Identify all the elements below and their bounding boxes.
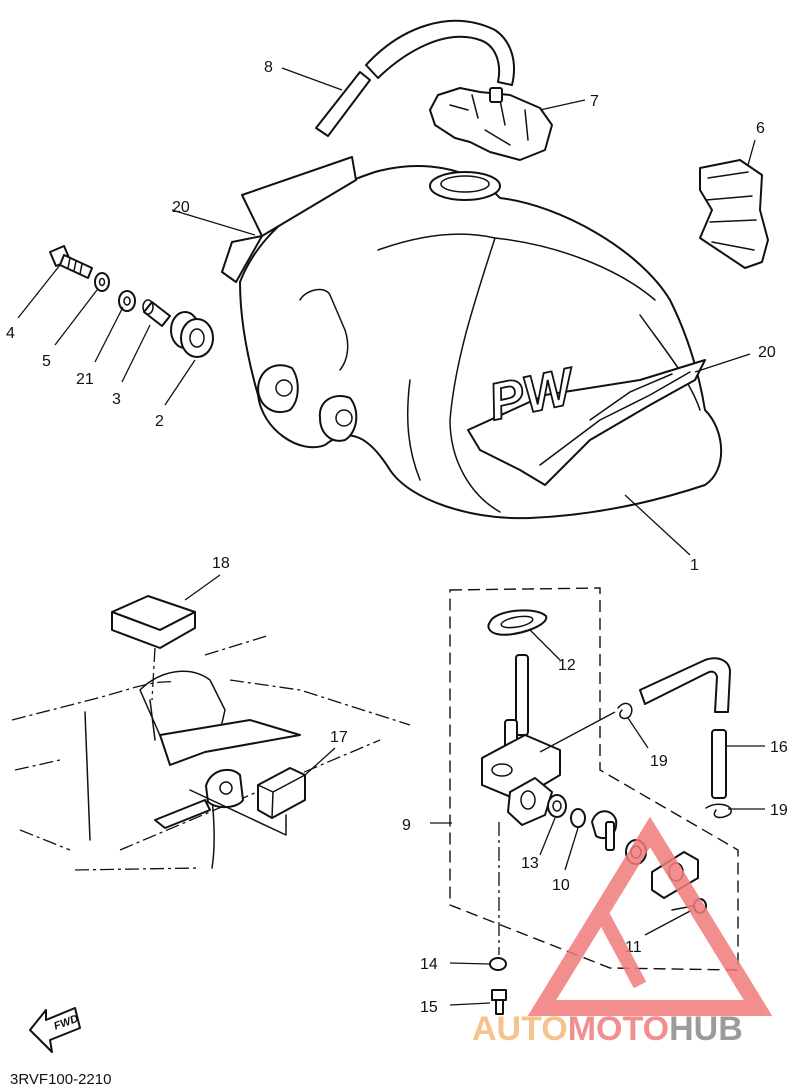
tank-decal-left: [221, 156, 357, 283]
fuel-hose: [639, 657, 731, 799]
breather-hose: [315, 19, 516, 137]
callout-20b: 20: [758, 344, 776, 361]
callout-1: 1: [690, 557, 699, 574]
callout-18: 18: [212, 555, 230, 572]
callout-13: 13: [521, 855, 539, 872]
callout-5: 5: [42, 353, 51, 370]
callout-6: 6: [756, 120, 765, 137]
callout-4: 4: [6, 325, 15, 342]
frame-rubber-block: [189, 767, 306, 836]
collar: [142, 299, 171, 327]
callout-12: 12: [558, 657, 576, 674]
damper-grommet: [170, 311, 214, 358]
callout-labels: 1 2 3 4 5 6 7 8 9 10 11 12 13 14 15 16 1…: [6, 59, 788, 1016]
callout-15: 15: [420, 999, 438, 1016]
frame-damper-pad: [111, 595, 196, 701]
watermark-moto: MOTO: [568, 1010, 669, 1048]
lever-seal: [591, 810, 618, 851]
fuel-cock-group-outline: [449, 587, 739, 971]
callout-10: 10: [552, 877, 570, 894]
callout-19b: 19: [770, 802, 788, 819]
svg-text:AUTOMOTOHUB: AUTOMOTOHUB: [472, 1010, 743, 1048]
o-ring-10: [570, 808, 586, 828]
fwd-arrow-icon: FWD: [29, 1007, 81, 1053]
callout-3: 3: [112, 391, 121, 408]
o-ring-13: [547, 794, 567, 818]
leader-lines: [17, 67, 765, 1006]
callout-17: 17: [330, 729, 348, 746]
bolt: [49, 245, 93, 279]
tank-band: [699, 159, 769, 269]
callout-9: 9: [402, 817, 411, 834]
washer: [94, 272, 110, 292]
callout-8: 8: [264, 59, 273, 76]
drain-bolt: [491, 989, 507, 1015]
fuel-cock: [481, 654, 561, 826]
watermark-logo: AUTOMOTOHUB: [472, 816, 773, 1048]
drawing-code: 3RVF100-2210: [10, 1071, 111, 1088]
callout-19a: 19: [650, 753, 668, 770]
watermark-auto: AUTO: [472, 1010, 568, 1048]
callout-2: 2: [155, 413, 164, 430]
hose-clip-upper: [617, 702, 633, 720]
fuel-cock-gasket: [487, 609, 548, 636]
frame-outline: [11, 634, 411, 871]
callout-21: 21: [76, 371, 94, 388]
watermark-hub: HUB: [669, 1010, 743, 1048]
callout-14: 14: [420, 956, 438, 973]
drain-nut: [489, 957, 507, 971]
callout-16: 16: [770, 739, 788, 756]
hose-clip-lower: [705, 803, 732, 819]
fuel-tank: [239, 165, 723, 520]
callout-7: 7: [590, 93, 599, 110]
callout-20a: 20: [172, 199, 190, 216]
washer-21: [118, 290, 136, 312]
fuel-cap: [429, 87, 553, 161]
